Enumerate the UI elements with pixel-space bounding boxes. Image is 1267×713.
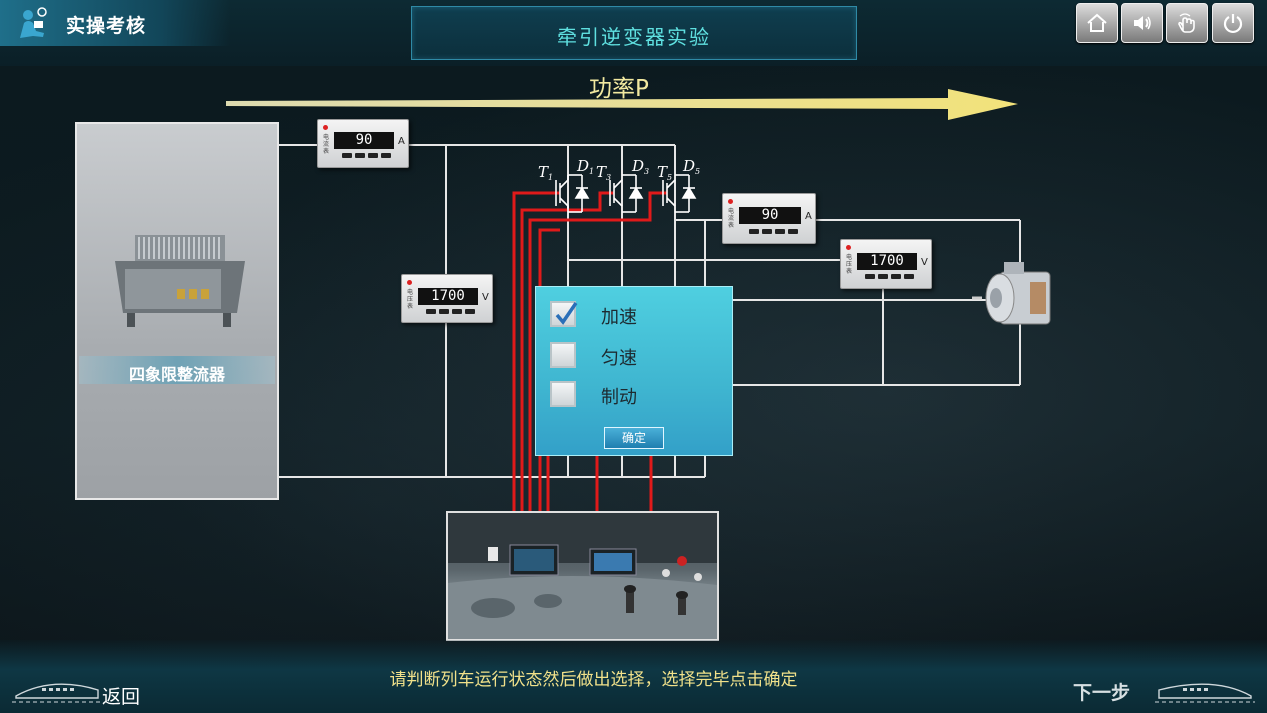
rectifier-label-bar: 四象限整流器 (79, 356, 275, 384)
back-button[interactable]: 返回 (102, 686, 141, 708)
checkmark-icon (555, 302, 578, 325)
output-voltage-value: 1700 (857, 253, 917, 270)
page-title: 牵引逆变器实验 (557, 25, 711, 49)
hand-icon (1178, 13, 1195, 33)
input-current-unit: A (398, 136, 405, 147)
output-current-value: 90 (739, 207, 801, 224)
cab-console-illustration (448, 513, 717, 639)
input-current-value: 90 (334, 132, 394, 149)
option-constant-speed[interactable]: 匀速 (550, 342, 720, 372)
output-current-unit: A (805, 211, 812, 222)
label-t1: T1 (538, 163, 553, 182)
igbt-switch-3 (609, 174, 644, 213)
igbt-switch-1 (555, 174, 590, 213)
checkbox-accelerate[interactable] (550, 301, 578, 327)
option-label-brake: 制动 (601, 387, 637, 408)
home-icon (1087, 13, 1107, 32)
label-t3: T3 (596, 163, 611, 182)
power-arrow (226, 89, 1018, 120)
back-train-icon (12, 683, 102, 703)
rectifier-label: 四象限整流器 (128, 365, 225, 384)
footer-bar: 请判断列车运行状态然后做出选择，选择完毕点击确定 返回 下一步 (0, 640, 1267, 713)
output-voltage-meter: 电压表 1700 V (840, 239, 932, 289)
label-d5: D5 (682, 157, 700, 176)
driver-cab-image (446, 511, 719, 641)
next-train-icon (1155, 683, 1255, 703)
state-selection-dialog: 加速 匀速 制动 确定 (535, 286, 733, 456)
speaker-icon (1134, 16, 1151, 30)
option-accelerate[interactable]: 加速 (550, 301, 720, 331)
label-t5: T5 (657, 163, 672, 182)
dc-voltage-unit: V (482, 292, 489, 303)
output-voltage-unit: V (921, 257, 928, 268)
label-d3: D3 (631, 157, 649, 176)
brand-area: 实操考核 (0, 0, 230, 46)
app-title: 实操考核 (66, 15, 147, 37)
power-label: 功率P (589, 76, 649, 102)
checkbox-constant-speed[interactable] (550, 342, 576, 368)
option-brake[interactable]: 制动 (550, 381, 720, 411)
dc-voltage-value: 1700 (418, 288, 478, 305)
checkbox-brake[interactable] (550, 381, 576, 407)
label-d1: D1 (576, 157, 594, 176)
dc-voltage-meter: 电压表 1700 V (401, 274, 493, 323)
sound-button[interactable] (1121, 3, 1163, 43)
power-icon (1223, 14, 1243, 34)
rectifier-device-image (115, 235, 245, 327)
next-step-button[interactable]: 下一步 (1073, 682, 1131, 704)
igbt-switch-5 (662, 174, 697, 213)
confirm-button[interactable]: 确定 (604, 427, 664, 449)
input-current-meter: 电流表 90 A (317, 119, 409, 168)
home-button[interactable] (1076, 3, 1118, 43)
rectifier-panel: 四象限整流器 (75, 122, 279, 500)
operator-icon (20, 7, 47, 38)
output-current-meter: 电流表 90 A (722, 193, 816, 244)
page-title-box: 牵引逆变器实验 (411, 6, 857, 60)
option-label-constant-speed: 匀速 (601, 348, 637, 369)
operation-hint-button[interactable] (1166, 3, 1208, 43)
exit-button[interactable] (1212, 3, 1254, 43)
instruction-text: 请判断列车运行状态然后做出选择，选择完毕点击确定 (389, 670, 798, 690)
traction-motor-icon (972, 262, 1051, 325)
option-label-accelerate: 加速 (601, 307, 637, 328)
